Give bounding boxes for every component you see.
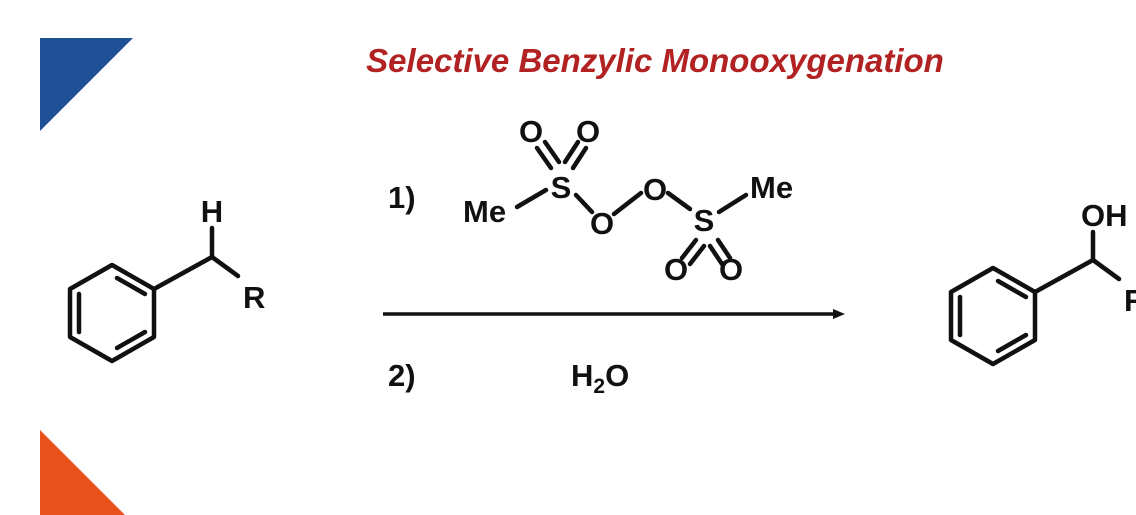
reactant-ring-double-bond xyxy=(114,275,148,297)
reagent-bond-s-me xyxy=(716,192,749,215)
reagent-sulfur-right: S xyxy=(694,203,715,238)
product-r-label: R xyxy=(1124,283,1136,318)
corner-triangle-bottom xyxy=(40,430,125,515)
corner-triangle-top xyxy=(40,38,133,131)
reactant-r-label: R xyxy=(243,280,265,315)
reagent-double-bond-s-o xyxy=(542,139,562,165)
reagent-bond-me-s xyxy=(514,187,549,210)
product-bond-ring-ch xyxy=(1032,257,1096,295)
reactant-benzene-ring xyxy=(67,262,157,364)
step2-water: H2O xyxy=(571,358,629,398)
reagent-methyl-left: Me xyxy=(463,194,506,229)
reagent-double-bond-s-o xyxy=(534,145,554,171)
reactant-bond-c-r xyxy=(209,254,241,279)
reagent-double-bond-s-o xyxy=(687,243,707,267)
step2-number: 2) xyxy=(388,358,416,393)
product-oh-label: OH xyxy=(1081,198,1128,233)
reagent-double-bond-s-o xyxy=(707,243,725,267)
reagent-double-bond-s-o xyxy=(570,145,589,171)
step1-reagent: 1) Me S O O O O S Me O O xyxy=(388,114,793,287)
product-ring-double-bond xyxy=(995,278,1029,300)
reagent-oxygen-top-left: O xyxy=(519,114,543,149)
reactant-h-label: H xyxy=(201,194,223,229)
step1-number: 1) xyxy=(388,180,416,215)
product-molecule: OH R xyxy=(948,198,1136,367)
reagent-sulfur-left: S xyxy=(551,170,572,205)
reagent-bond-o-s xyxy=(665,190,693,212)
reagent-bond-s-o xyxy=(573,192,595,215)
reagent-double-bond-s-o xyxy=(679,237,699,261)
reactant-bond-ring-ch xyxy=(151,254,215,292)
reactant-molecule: H R xyxy=(67,194,265,364)
reagent-double-bond-s-o xyxy=(715,237,733,261)
product-bond-c-r xyxy=(1090,257,1122,282)
step2-reagent: 2) H2O xyxy=(388,358,629,398)
reactant-ring-double-bond xyxy=(114,329,148,351)
reagent-double-bond-s-o xyxy=(562,139,581,165)
scheme-title: Selective Benzylic Monooxygenation xyxy=(366,42,944,79)
reagent-peroxide-oxygen-2: O xyxy=(643,172,667,207)
product-ring-double-bond xyxy=(995,332,1029,354)
reagent-bond-o-o xyxy=(611,190,644,217)
product-benzene-ring xyxy=(948,265,1038,367)
reagent-methyl-right: Me xyxy=(750,170,793,205)
reagent-oxygen-top-right: O xyxy=(576,114,600,149)
